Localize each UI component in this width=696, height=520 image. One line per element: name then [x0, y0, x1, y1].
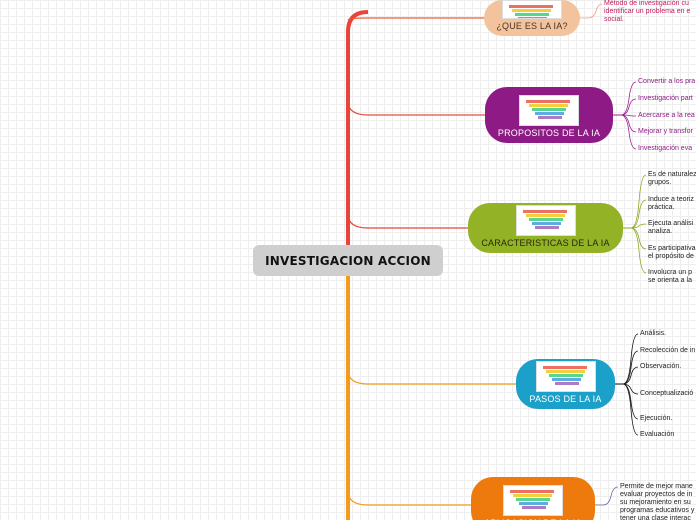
topic-label: PROPOSITOS DE LA IA — [497, 128, 601, 138]
leaf-text-caracteristicas[interactable]: Involucra un p se orienta a la — [648, 269, 692, 284]
leaf-text-pasos[interactable]: Ejecución. — [640, 415, 673, 422]
topic-node-caracteristicas[interactable]: CARACTERISTICAS DE LA IA — [468, 203, 623, 253]
leaf-text-caracteristicas[interactable]: Es participativa el propósito de — [648, 245, 696, 260]
leaf-text-pasos[interactable]: Recolección de in — [640, 347, 696, 354]
topic-node-que-es[interactable]: ¿QUE ES LA IA? — [484, 0, 580, 36]
leaf-text-pasos[interactable]: Evaluación — [640, 431, 675, 438]
leaf-text-pasos[interactable]: Análisis. — [640, 330, 667, 337]
leaf-text-que-es[interactable]: Método de investigación cu identificar u… — [604, 0, 691, 23]
leaf-text-pasos[interactable]: Conceptualizació — [640, 390, 694, 397]
leaf-connector — [623, 227, 647, 250]
branch-link-pasos — [347, 369, 516, 385]
leaf-connector — [613, 114, 637, 150]
leaf-text-caracteristicas[interactable]: Induce a teoriz práctica. — [648, 196, 694, 211]
leaf-text-propositos[interactable]: Acercarse a la rea — [638, 112, 695, 119]
document-slide-image — [519, 95, 579, 126]
leaf-text-propositos[interactable]: Investigación part — [638, 95, 693, 102]
trunk-upper-line — [346, 10, 369, 245]
leaf-connector — [613, 81, 637, 116]
leaf-connector — [613, 114, 637, 133]
leaf-text-caracteristicas[interactable]: Es de naturalez grupos. — [648, 171, 696, 186]
topic-label: APLICACION DE LA IA — [484, 518, 581, 520]
leaf-connector — [615, 350, 639, 385]
leaf-connector — [615, 333, 639, 385]
branch-link-propositos — [347, 100, 485, 116]
leaf-text-pasos[interactable]: Observación. — [640, 363, 682, 370]
leaf-connector — [615, 383, 639, 436]
leaf-connector — [623, 174, 647, 229]
leaf-connector — [623, 227, 647, 274]
colorful-notes-image — [502, 0, 562, 19]
colored-figures-image — [515, 205, 576, 236]
root-topic-label: INVESTIGACION ACCION — [265, 253, 431, 268]
topic-label: ¿QUE ES LA IA? — [496, 21, 568, 31]
branch-link-caracteristicas — [347, 213, 468, 229]
leaf-connector — [615, 383, 639, 420]
staircase-diagram-image — [535, 361, 596, 392]
root-topic[interactable]: INVESTIGACION ACCION — [253, 245, 443, 276]
topic-node-propositos[interactable]: PROPOSITOS DE LA IA — [485, 87, 613, 143]
leaf-connector — [580, 3, 603, 19]
leaf-text-propositos[interactable]: Investigación eva — [638, 145, 693, 152]
topic-label: CARACTERISTICAS DE LA IA — [481, 238, 610, 248]
topic-label: PASOS DE LA IA — [529, 394, 602, 404]
leaf-text-propositos[interactable]: Mejorar y transfor — [638, 128, 693, 135]
leaf-connector — [623, 223, 647, 229]
topic-node-aplicacion[interactable]: APLICACION DE LA IA — [471, 477, 595, 520]
gears-icons-image — [503, 485, 563, 516]
topic-node-pasos[interactable]: PASOS DE LA IA — [516, 359, 615, 409]
leaf-connector — [615, 366, 639, 385]
leaf-connector — [623, 199, 647, 229]
leaf-text-aplicacion[interactable]: Permite de mejor mane evaluar proyectos … — [620, 483, 695, 520]
leaf-text-caracteristicas[interactable]: Ejecuta análisi analiza. — [648, 220, 694, 235]
branch-link-que-es — [347, 17, 484, 21]
leaf-text-propositos[interactable]: Convertir a los pra — [638, 78, 696, 85]
leaf-connector — [595, 486, 619, 506]
leaf-connector — [613, 98, 637, 116]
branch-link-aplicacion — [347, 490, 471, 506]
